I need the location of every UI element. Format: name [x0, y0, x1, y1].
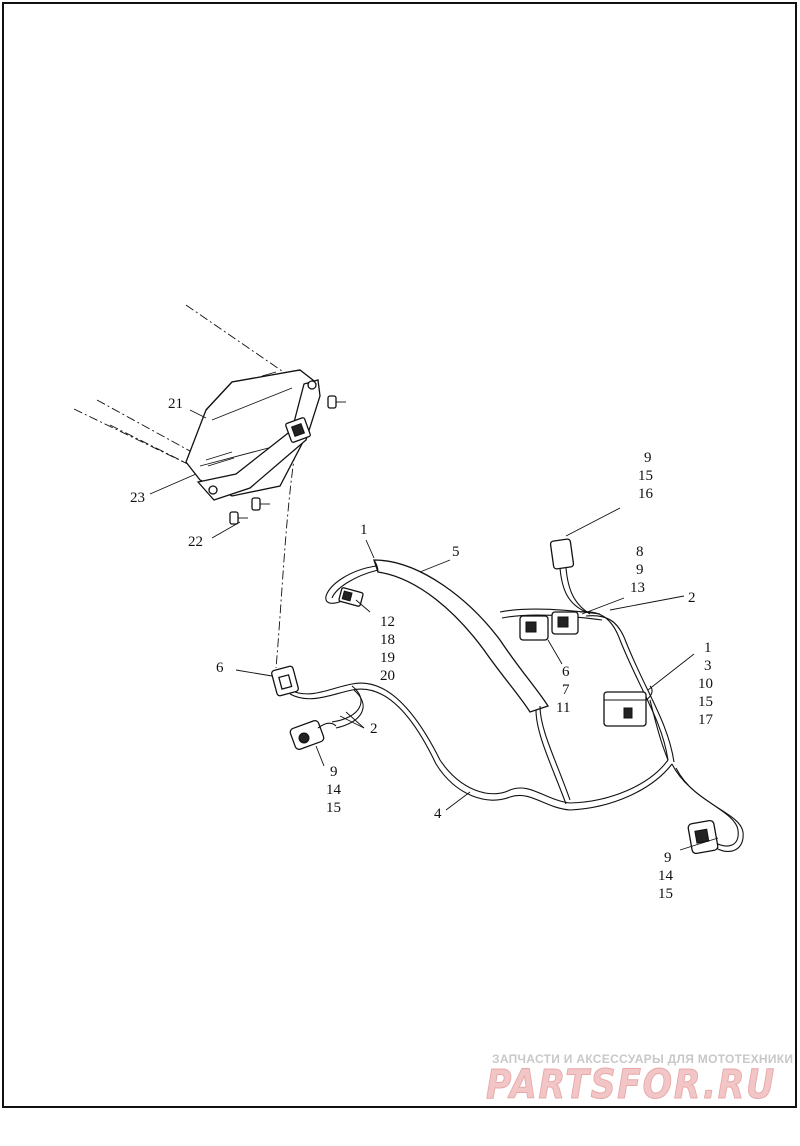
callout-18: 18 [380, 632, 395, 648]
callout-19: 19 [380, 650, 395, 666]
callout-15-bottom: 15 [658, 886, 673, 902]
callout-15-left: 15 [326, 800, 341, 816]
connector-9-right [687, 819, 719, 855]
callout-7: 7 [562, 682, 570, 698]
conduit-5 [373, 559, 571, 805]
callout-22: 22 [188, 534, 203, 550]
callout-4: 4 [434, 806, 442, 822]
callout-2-right: 2 [688, 590, 696, 606]
connector-1-right [603, 685, 653, 727]
callout-1-right: 1 [704, 640, 712, 656]
callout-8: 8 [636, 544, 644, 560]
callout-labels: 21 23 22 1 5 12 18 19 20 6 2 9 14 15 4 9… [130, 396, 714, 902]
connector-6-left [271, 665, 299, 697]
callout-3: 3 [704, 658, 712, 674]
callout-9-top: 9 [644, 450, 652, 466]
screw-22 [229, 395, 346, 525]
leader-lines [149, 409, 719, 851]
callout-6-right: 6 [562, 664, 570, 680]
pigtail-12 [325, 565, 379, 607]
callout-17: 17 [698, 712, 714, 728]
main-harness [289, 611, 744, 852]
watermark: ЗАПЧАСТИ И АКСЕССУАРЫ ДЛЯ МОТОТЕХНИКИ PA… [486, 1052, 794, 1109]
instrument-assembly [73, 304, 321, 669]
connector-9-left [289, 720, 337, 750]
watermark-logo: PARTSFOR.RU [486, 1062, 776, 1108]
callout-5: 5 [452, 544, 460, 560]
callout-9-left: 9 [330, 764, 338, 780]
connector-cluster [499, 608, 603, 641]
connector-9-top [549, 538, 591, 615]
callout-10: 10 [698, 676, 713, 692]
callout-21: 21 [168, 396, 183, 412]
page-border [2, 2, 797, 1108]
callout-15-top: 15 [638, 468, 653, 484]
callout-6-left: 6 [216, 660, 224, 676]
callout-9-mid: 9 [636, 562, 644, 578]
callout-14-left: 14 [326, 782, 342, 798]
watermark-tagline: ЗАПЧАСТИ И АКСЕССУАРЫ ДЛЯ МОТОТЕХНИКИ [492, 1052, 793, 1066]
callout-14-right: 14 [658, 868, 674, 884]
callout-20: 20 [380, 668, 395, 684]
callout-15-right: 15 [698, 694, 713, 710]
callout-12: 12 [380, 614, 395, 630]
callout-11: 11 [556, 700, 570, 716]
callout-9-right: 9 [664, 850, 672, 866]
callout-16: 16 [638, 486, 654, 502]
callout-13: 13 [630, 580, 645, 596]
callout-2-left: 2 [370, 721, 378, 737]
callout-23: 23 [130, 490, 145, 506]
callout-1-left: 1 [360, 522, 368, 538]
